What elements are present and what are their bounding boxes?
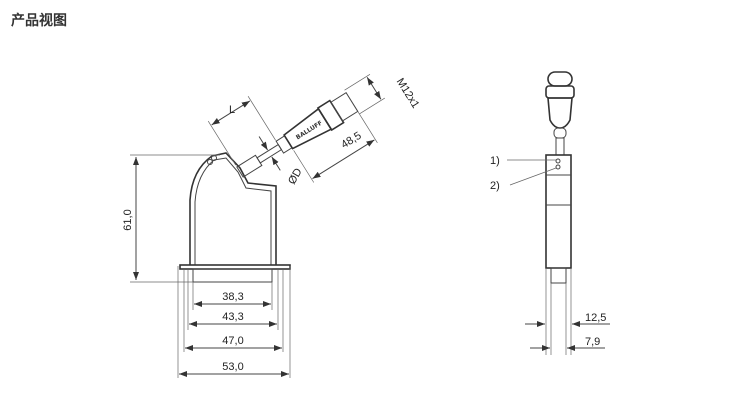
page-title: 产品视图 xyxy=(11,13,67,29)
width-dimension: 7,9 xyxy=(585,336,600,348)
bracket-outline xyxy=(189,152,277,265)
width-dimension: 53,0 xyxy=(222,361,243,373)
callout-label: 1) xyxy=(490,155,500,167)
sensor-block xyxy=(192,268,273,283)
thread-label: M12x1 xyxy=(394,76,422,110)
base-plate xyxy=(179,264,291,270)
sensor-body xyxy=(545,154,572,269)
callout-label: 2) xyxy=(490,180,500,192)
cable-length-label: L xyxy=(229,104,235,116)
width-dimension: 43,3 xyxy=(222,311,243,323)
width-dimension: 12,5 xyxy=(585,312,606,324)
side-view: 61,0 38,3 43,3 47,0 53,0 BALLUFF xyxy=(122,73,422,378)
connector-head xyxy=(547,71,573,87)
sensor-stub xyxy=(550,267,567,284)
diameter-label: ØD xyxy=(286,166,305,186)
width-dimension: 38,3 xyxy=(222,291,243,303)
cable-connector: BALLUFF xyxy=(207,73,385,183)
connector-length-dimension: 48,5 xyxy=(339,130,364,152)
width-dimension: 47,0 xyxy=(222,335,243,347)
front-view: 1) 2) 12,5 7,9 xyxy=(490,71,610,355)
height-dimension: 61,0 xyxy=(122,209,134,230)
